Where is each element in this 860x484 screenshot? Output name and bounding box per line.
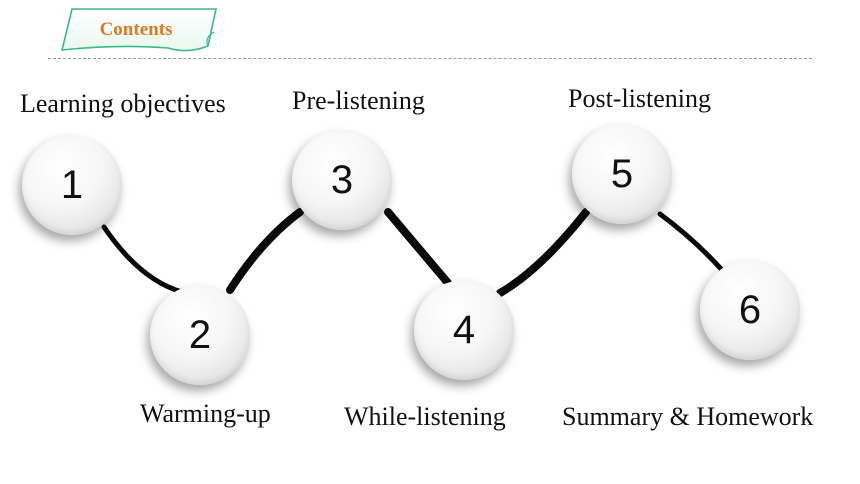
contents-tab-shape: [60, 8, 217, 52]
step-3-circle: 3: [292, 130, 392, 230]
step-2-number: 2: [188, 313, 212, 357]
step-5-number: 5: [610, 152, 634, 196]
step-4-number: 4: [452, 308, 476, 352]
step-6-number: 6: [738, 288, 762, 332]
step-4-circle: 4: [414, 280, 514, 380]
step-2-label: Warming-up: [140, 399, 271, 428]
step-3-label: Pre-listening: [292, 86, 425, 115]
contents-tab: Contents: [58, 8, 220, 52]
step-6-circle: 6: [700, 260, 800, 360]
step-5-label: Post-listening: [568, 84, 712, 113]
contents-title: Contents: [99, 19, 173, 40]
step-1-label: Learning objectives: [20, 89, 226, 118]
step-6-label: Summary & Homework: [562, 402, 814, 431]
header-divider: [48, 58, 812, 59]
step-1-number: 1: [60, 163, 84, 207]
step-1-circle: 1: [22, 135, 122, 235]
step-3-number: 3: [330, 158, 354, 202]
step-5-circle: 5: [572, 124, 672, 224]
step-2-circle: 2: [150, 285, 250, 385]
step-4-label: While-listening: [344, 402, 506, 431]
